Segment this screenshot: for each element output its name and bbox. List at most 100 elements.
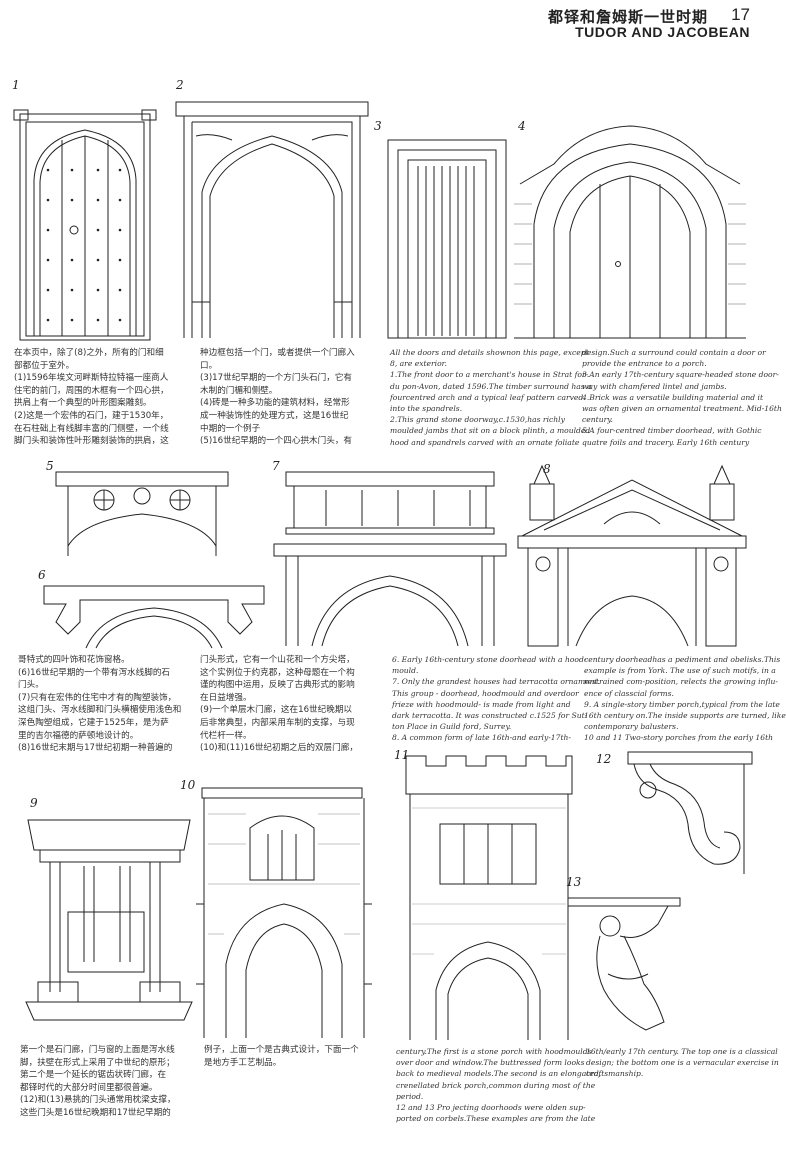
page-number: 17 [731, 5, 750, 24]
caption-row3-chinese-col2: 例子，上面一个是古典式设计，下面一个 是地方手工艺制品。 [204, 1044, 384, 1069]
figure-number-6: 6 [38, 568, 46, 582]
text-line: was often given an ornamental treatment.… [582, 404, 782, 414]
chapter-title-chinese: 都铎和詹姆斯一世时期 [547, 8, 708, 26]
figure-12-classical-corbel [628, 744, 752, 874]
text-line: (12)和(13)悬挑的门头通常用枕梁支撑， [20, 1095, 176, 1106]
text-line: way with chamfered lintel and jambs. [582, 381, 727, 391]
text-line: 第二个是一个延长的锯齿状砖门廊，在 [20, 1070, 167, 1081]
text-line: (9)一个单层木门廊，这在16世纪晚期以 [200, 705, 353, 716]
text-line: 8, are exterior. [390, 359, 447, 369]
text-line: quatre foils and tracery. Early 16th cen… [582, 437, 750, 447]
text-line: restrained com-position, relects the gro… [584, 677, 778, 687]
figure-6-stone-doorhead [42, 578, 266, 648]
text-line: (3)17世纪早期的一个方门头石门，它有 [200, 373, 353, 384]
caption-row1-english-col2: design.Such a surround could contain a d… [582, 347, 782, 448]
figure-13-carved-corbel [568, 894, 680, 1034]
text-line: 10 and 11 Two-story porches from the ear… [584, 733, 774, 743]
text-line: crenellated brick porch,common during mo… [396, 1080, 596, 1090]
text-line: period. [396, 1091, 424, 1101]
text-line: 部都位于室外。 [14, 360, 75, 371]
text-line: 门头。 [18, 680, 44, 691]
text-line: hood and spandrels carved with an ornate… [390, 437, 580, 447]
text-line: design.Such a surround could contain a d… [582, 348, 766, 357]
text-line: (5)16世纪早期的一个四心拱木门头，有 [200, 436, 353, 447]
figure-8-pediment-doorhead [514, 460, 750, 646]
text-line: 口。 [200, 360, 218, 371]
text-line: (10)和(11)16世纪初期之后的双层门廊， [200, 743, 358, 754]
figure-number-10: 10 [180, 778, 196, 792]
text-line: 是地方手工艺制品。 [204, 1057, 282, 1068]
figure-number-13: 13 [566, 875, 582, 889]
text-line: (1)1596年埃文河畔斯特拉特福一座商人 [14, 373, 169, 384]
figure-number-11: 11 [394, 748, 410, 762]
text-line: 深色陶塑组成，它建于1525年，是为萨 [18, 717, 169, 728]
figure-number-3: 3 [374, 119, 382, 133]
text-line: example is from York. The use of such mo… [584, 666, 776, 676]
text-line: du pon-Avon, dated 1596.The timber surro… [390, 381, 592, 391]
text-line: (2)这是一个宏伟的石门，建于1530年， [14, 410, 169, 421]
text-line: century. [582, 415, 613, 425]
text-line: All the doors and details shownon this p… [390, 348, 589, 357]
text-line: moulded jambs that sit on a block plinth… [390, 426, 591, 436]
caption-row2-english-col1: 6. Early 16th-century stone doorhead wit… [392, 654, 601, 744]
text-line: (8)16世纪末期与17世纪初期一种普遍的 [18, 743, 173, 754]
text-line: 都铎时代的大部分时间里都很普遍。 [20, 1082, 158, 1093]
text-line: 例子，上面一个是古典式设计，下面一个 [204, 1045, 359, 1055]
text-line: 哥特式的四叶饰和花饰窗格。 [18, 655, 130, 665]
text-line: 门头形式，它有一个山花和一个方尖塔， [200, 655, 355, 665]
text-line: 后非常典型，内部采用车制的支撑，与现 [200, 717, 355, 728]
text-line: over door and window.The buttressed form… [396, 1058, 585, 1068]
text-line: This group - doorhead, hoodmould and ove… [392, 688, 579, 698]
text-line: 2.This grand stone doorway,c.1530,has ri… [390, 415, 565, 425]
text-line: 中期的一个例子 [200, 423, 261, 434]
text-line: 谨的构图中运用，反映了古典形式的影响 [200, 680, 355, 691]
figure-10-stone-porch [196, 784, 374, 1038]
text-line: 7. Only the grandest houses had terracot… [392, 677, 601, 687]
text-line: century doorheadhas a pediment and obeli… [584, 655, 781, 664]
text-line: 脚门头和装饰性叶形雕刻装饰的拱肩，这 [14, 436, 169, 447]
text-line: 种边框包括一个门，或者提供一个门廊入 [200, 348, 355, 358]
figure-number-2: 2 [176, 78, 184, 92]
text-line: 这些门头是16世纪晚期和17世纪早期的 [20, 1107, 171, 1118]
caption-row1-english-col1: All the doors and details shownon this p… [390, 347, 592, 448]
text-line: 代栏杆一样。 [200, 730, 252, 741]
text-line: 3.An early 17th-century square-headed st… [582, 370, 779, 380]
figure-7-terracotta-group [272, 468, 508, 646]
text-line: 9. A single-story timber porch,typical f… [584, 699, 780, 709]
figure-number-9: 9 [30, 796, 38, 810]
figure-number-12: 12 [596, 752, 612, 766]
text-line: into the spandrels. [390, 404, 463, 414]
text-line: 拱肩上有一个典型的叶形图案雕刻。 [14, 398, 152, 409]
text-line: mould. [392, 666, 419, 676]
caption-row1-chinese-col1: 在本页中，除了(8)之外，所有的门和细 部都位于室外。 (1)1596年埃文河畔… [14, 347, 182, 448]
text-line: 第一个是石门廊，门与窗的上面是泻水线 [20, 1045, 175, 1055]
text-line: 12 and 13 Pro jecting doorhoods were old… [396, 1103, 586, 1113]
text-line: 16th century on.The inside supports are … [584, 711, 786, 721]
text-line: 成一种装饰性的处理方式，这是16世纪 [200, 410, 349, 421]
text-line: 6. Early 16th-century stone doorhead wit… [392, 655, 587, 664]
figure-number-8: 8 [543, 462, 551, 476]
figure-number-4: 4 [518, 119, 526, 133]
text-line: century.The first is a stone porch with … [396, 1047, 592, 1056]
text-line: ence of classcial forms. [584, 688, 674, 698]
text-line: design; the bottom one is a vernacular e… [586, 1058, 779, 1068]
text-line: 这个实例位于约克郡，这种母题在一个构 [200, 667, 355, 678]
figure-2-stone-doorway [172, 92, 372, 342]
text-line: 在石柱础上有线脚丰富的门侧壁，一个线 [14, 423, 169, 434]
figure-1-timber-door [14, 110, 156, 342]
text-line: ported on corbels.These examples are fro… [396, 1114, 596, 1124]
caption-row3-english-col2: 16th/early 17th century. The top one is … [586, 1046, 779, 1080]
figure-3-square-doorway [384, 136, 510, 342]
caption-row2-chinese-col1: 哥特式的四叶饰和花饰窗格。 (6)16世纪早期的一个带有泻水线脚的石 门头。 (… [18, 654, 194, 755]
caption-row3-chinese-col1: 第一个是石门廊，门与窗的上面是泻水线 脚，扶壁在形式上采用了中世纪的原形； 第二… [20, 1044, 196, 1120]
text-line: 在日益增强。 [200, 692, 252, 703]
figure-number-7: 7 [272, 459, 280, 473]
text-line: 8. A common form of late 16th-and early-… [392, 733, 571, 743]
text-line: 4.Brick was a versatile building materia… [582, 392, 764, 402]
caption-row3-english-col1: century.The first is a stone porch with … [396, 1046, 602, 1124]
text-line: (6)16世纪早期的一个带有泻水线脚的石 [18, 667, 171, 678]
figure-number-5: 5 [46, 459, 54, 473]
text-line: back to medieval models.The second is an… [396, 1069, 602, 1079]
text-line: ton Place in Guild ford, Surrey. [392, 722, 512, 732]
text-line: (7)只有在宏伟的住宅中才有的陶塑装饰， [18, 692, 177, 703]
